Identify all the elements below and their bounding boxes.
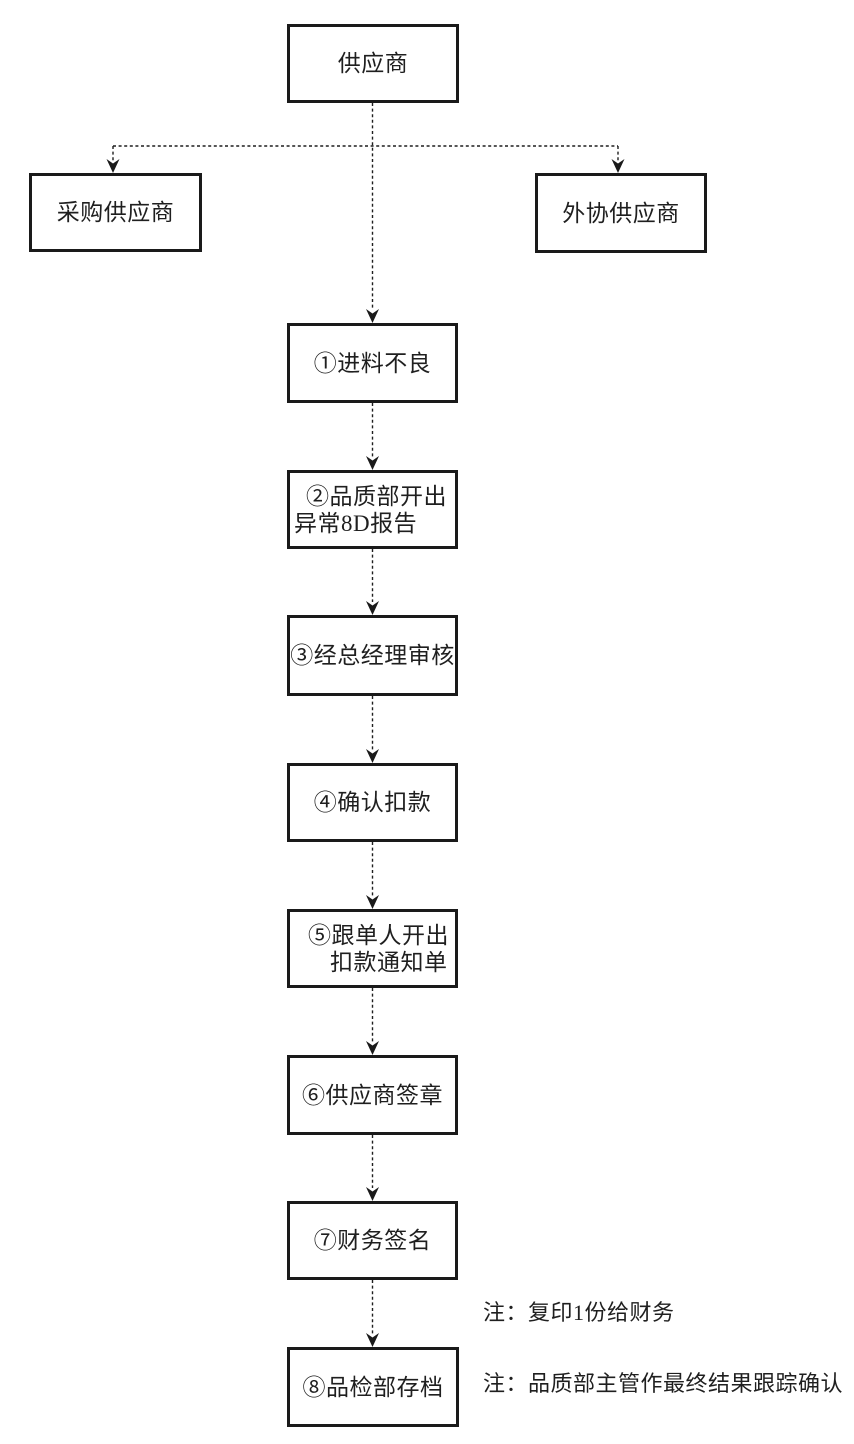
node-step4-confirm-deduction: ④确认扣款 xyxy=(287,763,458,842)
arrowhead-step3-icon xyxy=(366,601,379,615)
node-step6-label: ⑥供应商签章 xyxy=(302,1082,443,1108)
node-step3-label: ③经总经理审核 xyxy=(290,643,455,668)
node-step8-label: ⑧品检部存档 xyxy=(302,1374,444,1400)
node-step4-label: ④确认扣款 xyxy=(313,790,432,815)
node-step1-label: ①进料不良 xyxy=(313,350,432,376)
node-supplier-label: 供应商 xyxy=(337,51,409,76)
node-step7-label: ⑦财务签名 xyxy=(313,1228,432,1253)
node-outsource-supplier-label: 外协供应商 xyxy=(562,200,680,226)
node-step6-supplier-signature: ⑥供应商签章 xyxy=(287,1055,458,1135)
node-step1-incoming-defect: ①进料不良 xyxy=(287,323,458,403)
arrowhead-step7-icon xyxy=(366,1187,379,1201)
node-step7-finance-sign: ⑦财务签名 xyxy=(287,1201,458,1280)
arrowhead-step6-icon xyxy=(366,1041,379,1055)
arrowhead-step8-icon xyxy=(366,1333,379,1347)
node-step2-label-line1: ②品质部开出 xyxy=(306,483,447,509)
arrowhead-step5-icon xyxy=(366,895,379,909)
arrowhead-outsource-icon xyxy=(611,159,625,173)
node-purchase-supplier-label: 采购供应商 xyxy=(56,200,175,225)
arrowhead-step1-icon xyxy=(366,309,379,323)
node-step5-label-line1: ⑤跟单人开出 xyxy=(308,922,449,948)
note-finance-copy: 注：复印1份给财务 xyxy=(483,1300,675,1325)
node-purchase-supplier: 采购供应商 xyxy=(29,173,202,252)
node-step2-label-line2: 异常8D报告 xyxy=(294,510,418,536)
node-step8-qc-archive: ⑧品检部存档 xyxy=(287,1347,459,1427)
note-final-tracking: 注：品质部主管作最终结果跟踪确认 xyxy=(483,1371,844,1396)
arrowhead-step2-icon xyxy=(366,456,379,470)
node-supplier: 供应商 xyxy=(287,24,459,103)
node-outsource-supplier: 外协供应商 xyxy=(535,173,707,253)
arrowhead-step4-icon xyxy=(366,749,379,763)
node-step3-gm-review: ③经总经理审核 xyxy=(287,615,458,696)
arrowhead-purchase-icon xyxy=(106,159,120,173)
node-step5-label-line2: 扣款通知单 xyxy=(330,949,448,975)
node-step5-deduction-notice: ⑤跟单人开出 扣款通知单 xyxy=(287,909,458,988)
node-step2-quality-8d-report: ②品质部开出 异常8D报告 xyxy=(287,470,458,549)
